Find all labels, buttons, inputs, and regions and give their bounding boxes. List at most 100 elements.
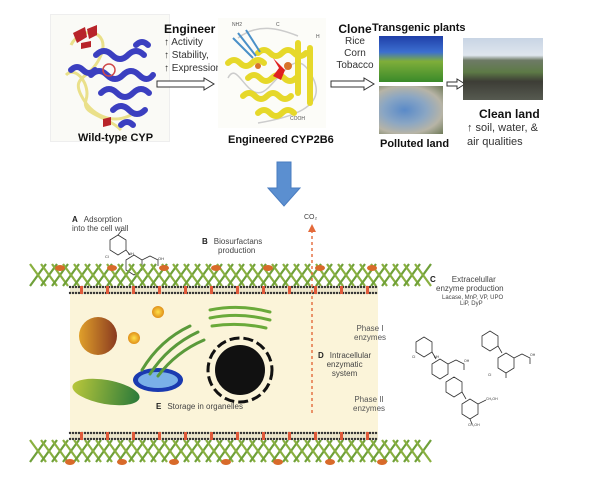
clone-block: Clone Rice Corn Tobacco [334, 22, 376, 72]
label-d-line1: Intracellular [329, 351, 372, 360]
label-b-letter: B [202, 237, 208, 246]
wall-enzyme [65, 459, 75, 465]
nucleus-organelle [215, 345, 265, 395]
down-arrow-icon [266, 161, 302, 207]
membrane-protein [314, 286, 317, 294]
clean-land-photo [463, 38, 543, 100]
clone-title: Clone [338, 22, 372, 36]
membrane-protein [236, 432, 239, 440]
wall-enzyme [159, 265, 169, 271]
svg-text:Cl: Cl [488, 373, 492, 377]
wall-enzyme [325, 459, 335, 465]
cell-membrane [70, 286, 378, 294]
membrane-protein [106, 286, 109, 294]
wild-type-cyp-label: Wild-type CYP [78, 132, 154, 144]
diclofenac-molecule-a: NH Cl OH [105, 229, 164, 276]
label-e-letter: E [156, 402, 162, 411]
svg-text:OH: OH [464, 359, 470, 363]
engineer-item: ↑ Stability, [164, 50, 209, 61]
golgi-organelle [208, 305, 272, 330]
label-b: B Biosurfactans production [202, 237, 262, 255]
membrane-protein [210, 286, 213, 294]
wall-enzyme [367, 265, 377, 271]
label-b-line1: Biosurfactans [213, 237, 263, 246]
membrane-protein [80, 432, 83, 440]
phase-1-line2: enzymes [354, 333, 387, 342]
label-d-line3: system [331, 369, 358, 378]
label-e-text: Storage in organelles [167, 402, 243, 411]
transgenic-plants-label: Transgenic plants [372, 22, 466, 34]
label-c-line1: Extracelullar [451, 275, 496, 284]
clean-land-desc-1: ↑ soil, water, & [467, 122, 538, 134]
chloroplast-organelle [72, 378, 140, 406]
metabolite-molecule-3 [445, 376, 487, 425]
polluted-land-photo [379, 86, 443, 134]
membrane-protein [262, 286, 265, 294]
svg-text:NH: NH [434, 355, 440, 359]
clone-arrow-icon [330, 77, 375, 91]
annotation-cooh: COOH [290, 116, 305, 122]
wall-enzyme [221, 459, 231, 465]
membrane-protein [132, 432, 135, 440]
wall-enzyme [315, 265, 325, 271]
annotation-nh2: NH2 [232, 22, 243, 28]
vacuole-organelle [79, 317, 117, 355]
wall-enzyme [107, 265, 117, 271]
engineered-protein-structure [225, 27, 317, 124]
phase-2-line1: Phase II [354, 395, 384, 404]
polluted-land-label: Polluted land [380, 138, 450, 150]
label-c-enzymes-1: Lacase, MnP, VP, UPO [442, 295, 504, 301]
label-e: E Storage in organelles [156, 402, 243, 411]
membrane-protein [314, 432, 317, 440]
engineer-block: Engineer ↑ Activity ↑ Stability, ↑ Expre… [164, 22, 221, 75]
membrane-protein [106, 432, 109, 440]
clean-land-desc-2: air qualities [467, 136, 523, 148]
metabolite-molecule-2 [481, 330, 531, 378]
co2-label: CO₂ [304, 214, 318, 221]
clone-item: Rice [344, 36, 365, 47]
cell-wall-fiber [414, 439, 432, 463]
wall-enzyme [55, 265, 65, 271]
wall-enzyme [211, 265, 221, 271]
label-c-line2: enzyme production [436, 284, 504, 293]
label-d-line2: enzymatic [326, 360, 363, 369]
metabolite-molecules: NH Cl OH OH Cl CH₂OH CH₂OH [412, 330, 536, 427]
wall-enzyme [117, 459, 127, 465]
membrane-protein [340, 286, 343, 294]
phase-2-label: Phase II enzymes [353, 395, 385, 413]
membrane-protein [366, 286, 369, 294]
wall-enzyme [263, 265, 273, 271]
svg-text:NH: NH [128, 251, 134, 256]
clone-item: Corn [344, 48, 366, 59]
label-d: D Intracellular enzymatic system [318, 351, 371, 378]
label-b-line2: production [218, 246, 256, 255]
co2-dashed-arrow-icon [308, 224, 316, 414]
membrane-protein [132, 286, 135, 294]
cell-membrane [70, 432, 378, 440]
membrane-protein [184, 286, 187, 294]
membrane-protein [80, 286, 83, 294]
vesicle-organelle [128, 332, 140, 344]
label-a-letter: A [72, 215, 78, 224]
membrane-protein [210, 432, 213, 440]
membrane-protein [158, 432, 161, 440]
phase-2-line2: enzymes [353, 404, 386, 413]
engineer-item: ↑ Expression [164, 63, 222, 74]
svg-text:Cl: Cl [412, 355, 416, 359]
label-a-line2: into the cell wall [72, 224, 129, 233]
engineered-cyp-label: Engineered CYP2B6 [228, 134, 334, 146]
membrane-protein [288, 432, 291, 440]
svg-text:OH: OH [158, 256, 164, 261]
svg-text:Cl: Cl [105, 254, 109, 259]
engineered-cyp-figure: NH2 C H COOH [218, 18, 326, 128]
svg-text:CH₂OH: CH₂OH [486, 397, 498, 401]
membrane-protein [184, 432, 187, 440]
membrane-protein [340, 432, 343, 440]
annotation-h: H [316, 34, 320, 40]
wall-enzyme [273, 459, 283, 465]
engineer-title: Engineer [164, 22, 216, 36]
engineer-item: ↑ Activity [164, 37, 203, 48]
transgenic-plants-photo [379, 36, 443, 82]
label-d-letter: D [318, 351, 324, 360]
